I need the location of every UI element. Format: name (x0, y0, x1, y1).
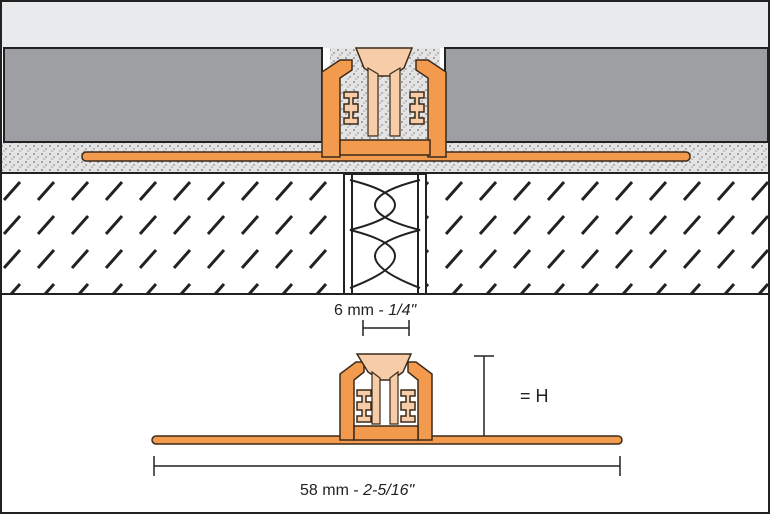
total-width-dimension (153, 456, 621, 476)
joint-width-dimension (362, 320, 410, 336)
total-width-imperial: 2-5/16" (363, 482, 415, 499)
total-width-label: 58 mm - 2-5/16" (300, 482, 414, 500)
total-width-metric: 58 mm - (300, 482, 364, 499)
backer-foam (343, 173, 427, 295)
tile-left (3, 47, 323, 143)
tile-right (444, 47, 769, 143)
joint-width-metric: 6 mm - (334, 302, 389, 319)
installed-profile (81, 47, 691, 162)
top-background (2, 2, 768, 48)
standalone-profile (151, 353, 623, 445)
joint-width-imperial: 1/4" (388, 302, 417, 319)
height-label-text: = H (520, 386, 549, 406)
height-label: = H (520, 386, 549, 407)
height-dimension (474, 355, 494, 436)
joint-width-label: 6 mm - 1/4" (334, 302, 416, 320)
